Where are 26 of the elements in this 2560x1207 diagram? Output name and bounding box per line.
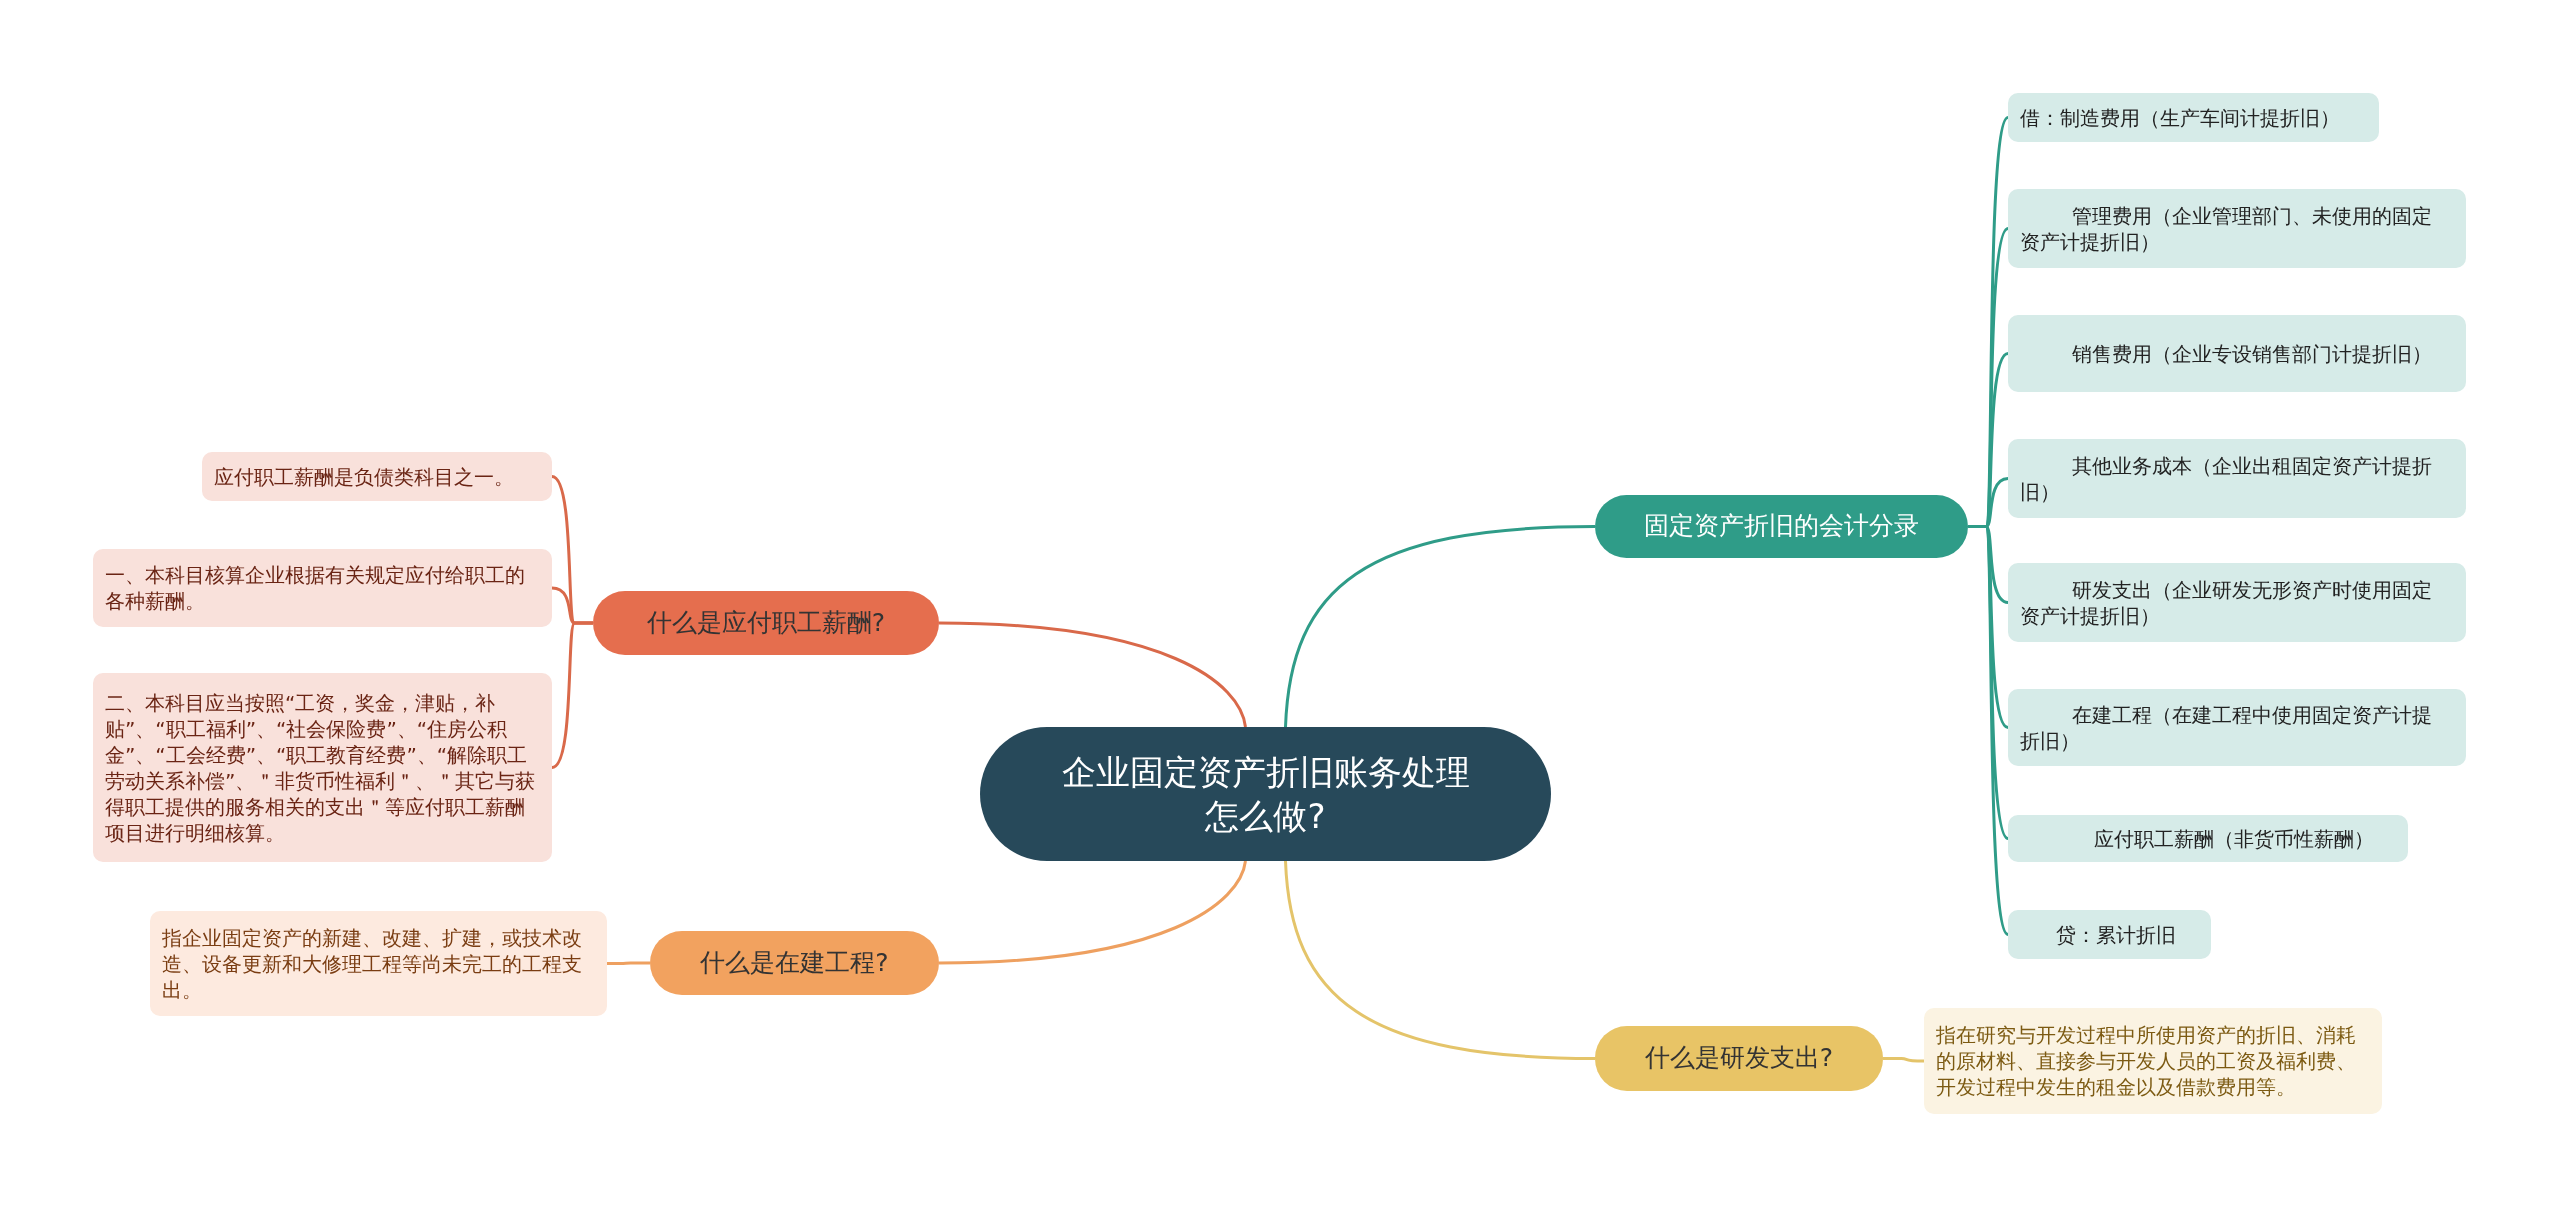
leaf-topic: 指在研究与开发过程中所使用资产的折旧、消耗的原材料、直接参与开发人员的工资及福利费、开发过程中发生的租金以及借款费用等。 (1924, 1008, 2382, 1114)
branch-topic: 固定资产折旧的会计分录 (1595, 495, 1968, 558)
branch-topic: 什么是应付职工薪酬? (593, 591, 939, 655)
leaf-topic: 指企业固定资产的新建、改建、扩建，或技术改造、设备更新和大修理工程等尚未完工的工程支出。 (150, 911, 607, 1016)
leaf-topic: 借：制造费用（生产车间计提折旧） (2008, 93, 2379, 142)
connector-line (551, 621, 593, 769)
leaf-topic: 销售费用（企业专设销售部门计提折旧） (2008, 315, 2466, 392)
leaf-topic: 管理费用（企业管理部门、未使用的固定资产计提折旧） (2008, 189, 2466, 268)
branch-topic: 什么是在建工程? (650, 931, 939, 995)
connector-line (938, 860, 1247, 965)
leaf-topic: 在建工程（在建工程中使用固定资产计提折旧） (2008, 689, 2466, 766)
leaf-topic: 二、本科目应当按照“工资，奖金，津贴，补贴”、“职工福利”、“社会保险费”、“住房公积金”、“工会经费”、“职工教育经费”、“解除职工劳动关系补偿”、＂非货币性福利＂、＂其它与获得职工提供的服务相关的支出＂等应付职工薪酬项目进行明细核算。 (93, 673, 552, 862)
connector-line (1968, 525, 2010, 936)
connector-line (1883, 1057, 1924, 1063)
leaf-topic: 研发支出（企业研发无形资产时使用固定资产计提折旧） (2008, 563, 2466, 642)
leaf-topic: 其他业务成本（企业出租固定资产计提折旧） (2008, 439, 2466, 518)
leaf-topic: 贷：累计折旧 (2008, 910, 2211, 959)
connector-line (1284, 525, 1596, 728)
branch-topic: 什么是研发支出? (1595, 1026, 1883, 1091)
connector-line (607, 961, 650, 965)
connector-line (1284, 860, 1596, 1060)
leaf-topic: 应付职工薪酬是负债类科目之一。 (202, 452, 552, 501)
connector-line (938, 621, 1247, 728)
leaf-topic: 一、本科目核算企业根据有关规定应付给职工的各种薪酬。 (93, 549, 552, 627)
central-topic: 企业固定资产折旧账务处理怎么做? (980, 727, 1551, 861)
leaf-topic: 应付职工薪酬（非货币性薪酬） (2008, 815, 2408, 862)
